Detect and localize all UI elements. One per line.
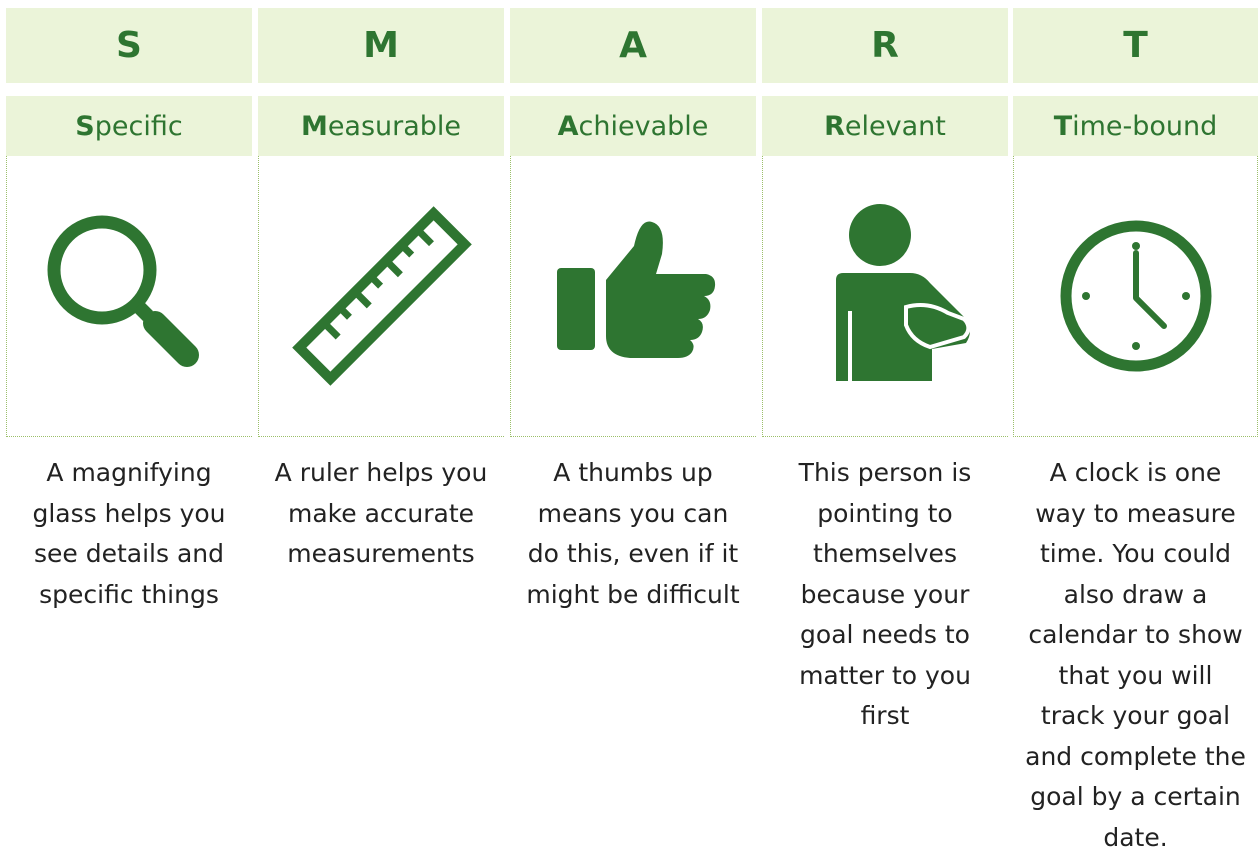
icon-cell (6, 156, 252, 437)
word-rest: ime-bound (1072, 110, 1218, 142)
thumbs-up-icon (556, 221, 715, 358)
letter-cell: S (6, 8, 252, 83)
word-initial: S (75, 110, 95, 142)
person-pointing-icon (835, 204, 970, 381)
icon-cell (258, 156, 504, 437)
column-letter: M (363, 25, 399, 66)
ruler-icon (291, 206, 472, 386)
column-description: A thumbs up means you can do this, even … (526, 458, 740, 609)
word-rest: elevant (844, 110, 946, 142)
letter-cell: M (258, 8, 504, 83)
icon-cell (510, 156, 756, 437)
column-letter: T (1123, 25, 1148, 66)
column-letter: S (116, 25, 142, 66)
column-letter: R (871, 25, 899, 66)
word-rest: chievable (578, 110, 709, 142)
clock-icon (1060, 220, 1211, 372)
word-initial: T (1053, 110, 1073, 142)
letter-cell: A (510, 8, 756, 83)
word-initial: A (557, 110, 579, 142)
icon-cell (762, 156, 1008, 437)
letter-cell: T (1013, 8, 1258, 83)
column-description: A magnifying glass helps you see details… (32, 458, 226, 609)
word-rest: easurable (327, 110, 462, 142)
column-description: A clock is one way to measure time. You … (1025, 458, 1246, 852)
column-description: This person is pointing to themselves be… (798, 458, 972, 730)
column-letter: A (619, 25, 647, 66)
column-description: A ruler helps you make accurate measurem… (274, 458, 488, 568)
word-rest: pecific (94, 110, 183, 142)
word-initial: R (824, 110, 845, 142)
icon-cell (1013, 156, 1258, 437)
word-initial: M (300, 110, 328, 142)
magnifying-glass-icon (47, 215, 199, 367)
letter-cell: R (762, 8, 1008, 83)
